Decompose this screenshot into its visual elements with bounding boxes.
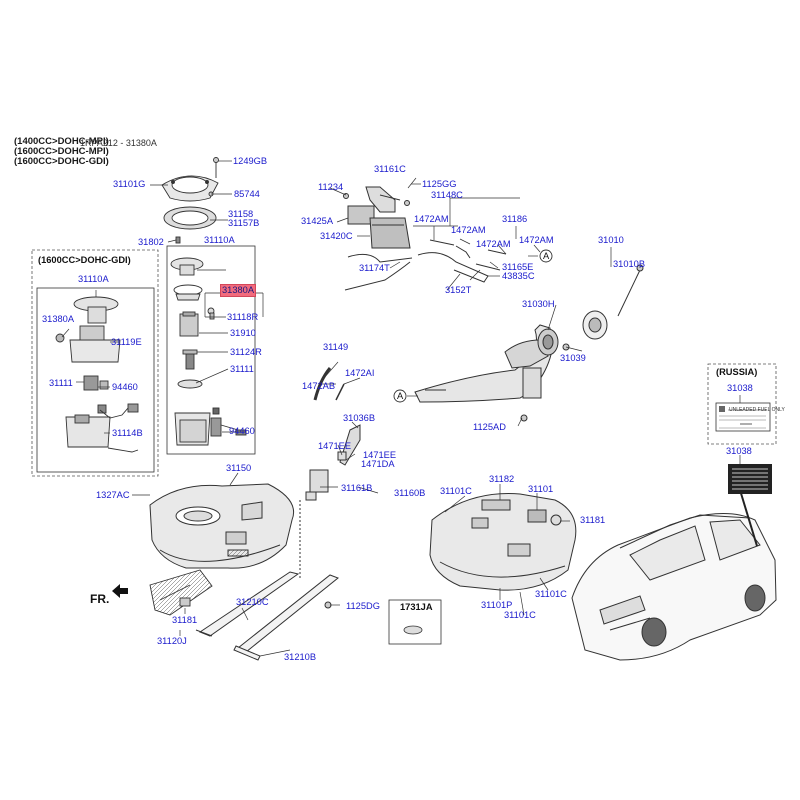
- part-31161B[interactable]: 31161B: [341, 483, 373, 493]
- label-sticker: [728, 464, 772, 494]
- fuel-tank-right: [429, 493, 577, 591]
- front-indicator: FR.: [90, 592, 110, 606]
- part-1327AC[interactable]: 1327AC: [96, 490, 130, 500]
- part-31174T[interactable]: 31174T: [359, 263, 390, 273]
- part-31101G[interactable]: 31101G: [113, 179, 146, 189]
- part-43835C[interactable]: 43835C: [502, 271, 535, 281]
- part-3152T[interactable]: 3152T: [445, 285, 472, 295]
- part-31101[interactable]: 31101: [528, 484, 554, 494]
- part-31038-1[interactable]: 31038: [727, 383, 753, 393]
- part-31158[interactable]: 31158: [228, 209, 254, 219]
- part-1472AI[interactable]: 1472AI: [345, 368, 375, 378]
- part-31119E[interactable]: 31119E: [111, 337, 142, 347]
- part-31118R[interactable]: 31118R: [227, 312, 259, 322]
- tank-straps: [195, 571, 339, 661]
- part-31181-right[interactable]: 31181: [580, 515, 606, 525]
- header-line-3: (1600CC>DOHC-GDI): [14, 156, 109, 167]
- part-1471DA[interactable]: 1471DA: [361, 459, 395, 469]
- part-31210C[interactable]: 31210C: [236, 597, 269, 607]
- part-31111-mid[interactable]: 31111: [230, 364, 254, 374]
- part-31101P[interactable]: 31101P: [481, 600, 513, 610]
- part-31160B[interactable]: 31160B: [394, 488, 426, 498]
- part-1731JA[interactable]: 1731JA: [400, 602, 433, 612]
- part-31210B[interactable]: 31210B: [284, 652, 317, 662]
- part-1472AM-3[interactable]: 1472AM: [476, 239, 511, 249]
- car-illustration: [571, 489, 777, 661]
- russia-box-title: (RUSSIA): [716, 367, 758, 377]
- part-31110A-box[interactable]: 31110A: [78, 274, 109, 284]
- leader-lines: [61, 160, 741, 657]
- part-1472AM-4[interactable]: 1472AM: [519, 235, 554, 245]
- part-1472AB[interactable]: 1472AB: [302, 381, 336, 391]
- part-31101C-1[interactable]: 31101C: [440, 486, 472, 496]
- fuel-tank-left: [149, 483, 294, 569]
- pump-assembly: [170, 257, 247, 446]
- part-31380A-left[interactable]: 31380A: [42, 314, 75, 324]
- russia-box: [707, 363, 777, 445]
- part-31101C-3[interactable]: 31101C: [535, 589, 567, 599]
- part-31111-left[interactable]: 31111: [49, 378, 73, 388]
- part-31036B[interactable]: 31036B: [343, 413, 376, 423]
- part-1471EE-2[interactable]: 1471EE: [363, 450, 397, 460]
- reference-code: 1RPA212 - 31380A: [80, 138, 157, 148]
- part-31157B[interactable]: 31157B: [228, 218, 260, 228]
- part-1125DG[interactable]: 1125DG: [346, 601, 380, 611]
- part-31420C[interactable]: 31420C: [320, 231, 353, 241]
- part-31038-2[interactable]: 31038: [726, 446, 752, 456]
- part-85744[interactable]: 85744: [234, 189, 260, 199]
- part-31030H[interactable]: 31030H: [522, 299, 555, 309]
- part-94460-left[interactable]: 94460: [112, 382, 138, 392]
- part-1472AM-2[interactable]: 1472AM: [451, 225, 486, 235]
- part-31149[interactable]: 31149: [323, 342, 349, 352]
- part-31182[interactable]: 31182: [489, 474, 515, 484]
- header-line-1: (1400CC>DOHC-MPI): [14, 136, 109, 147]
- part-31161C[interactable]: 31161C: [374, 164, 406, 174]
- gdi-pump: [55, 296, 139, 453]
- part-31380A-highlighted[interactable]: 31380A: [220, 284, 257, 297]
- canister: [343, 186, 507, 291]
- part-1249GB[interactable]: 1249GB: [233, 156, 268, 166]
- pump-cover-group: [161, 157, 219, 244]
- grommet: [403, 625, 423, 635]
- part-31124R[interactable]: 31124R: [230, 347, 262, 357]
- part-31010[interactable]: 31010: [598, 235, 624, 245]
- part-31165E[interactable]: 31165E: [502, 262, 534, 272]
- part-1471EE-1[interactable]: 1471EE: [318, 441, 352, 451]
- part-31039[interactable]: 31039: [560, 353, 586, 363]
- part-31120J[interactable]: 31120J: [157, 636, 187, 646]
- arrow-front-icon: [112, 584, 128, 598]
- part-31010B[interactable]: 31010B: [613, 259, 646, 269]
- header-line-2: (1600CC>DOHC-MPI): [14, 146, 109, 157]
- part-31910[interactable]: 31910: [230, 328, 256, 338]
- marker-a-icon: [393, 249, 553, 403]
- part-11234[interactable]: 11234: [318, 182, 344, 192]
- part-31148C[interactable]: 31148C: [431, 190, 463, 200]
- part-31114B[interactable]: 31114B: [112, 428, 143, 438]
- part-31802[interactable]: 31802: [138, 237, 164, 247]
- part-31101C-2[interactable]: 31101C: [504, 610, 536, 620]
- marker-a-label-2: A: [397, 391, 404, 401]
- part-94460-mid[interactable]: 94460: [229, 426, 255, 436]
- part-1125AD[interactable]: 1125AD: [473, 422, 506, 432]
- gdi-box: [31, 249, 159, 477]
- marker-a-label-1: A: [543, 251, 550, 261]
- filler-neck: [414, 264, 644, 422]
- russia-sticker-text: UNLEADED FUEL ONLY: [729, 407, 785, 413]
- vent-hose: [299, 367, 361, 580]
- part-31181-left[interactable]: 31181: [172, 615, 198, 625]
- part-31110A-top[interactable]: 31110A: [204, 235, 235, 245]
- gdi-inner-box: [36, 287, 155, 473]
- part-1472AM-1[interactable]: 1472AM: [414, 214, 449, 224]
- part-1125GG[interactable]: 1125GG: [422, 179, 457, 189]
- heat-shield: [149, 569, 213, 616]
- gdi-box-title: (1600CC>DOHC-GDI): [38, 255, 131, 265]
- part-31150[interactable]: 31150: [226, 463, 252, 473]
- pump-box: [166, 245, 256, 455]
- part-31186[interactable]: 31186: [502, 214, 528, 224]
- part-31425A[interactable]: 31425A: [301, 216, 334, 226]
